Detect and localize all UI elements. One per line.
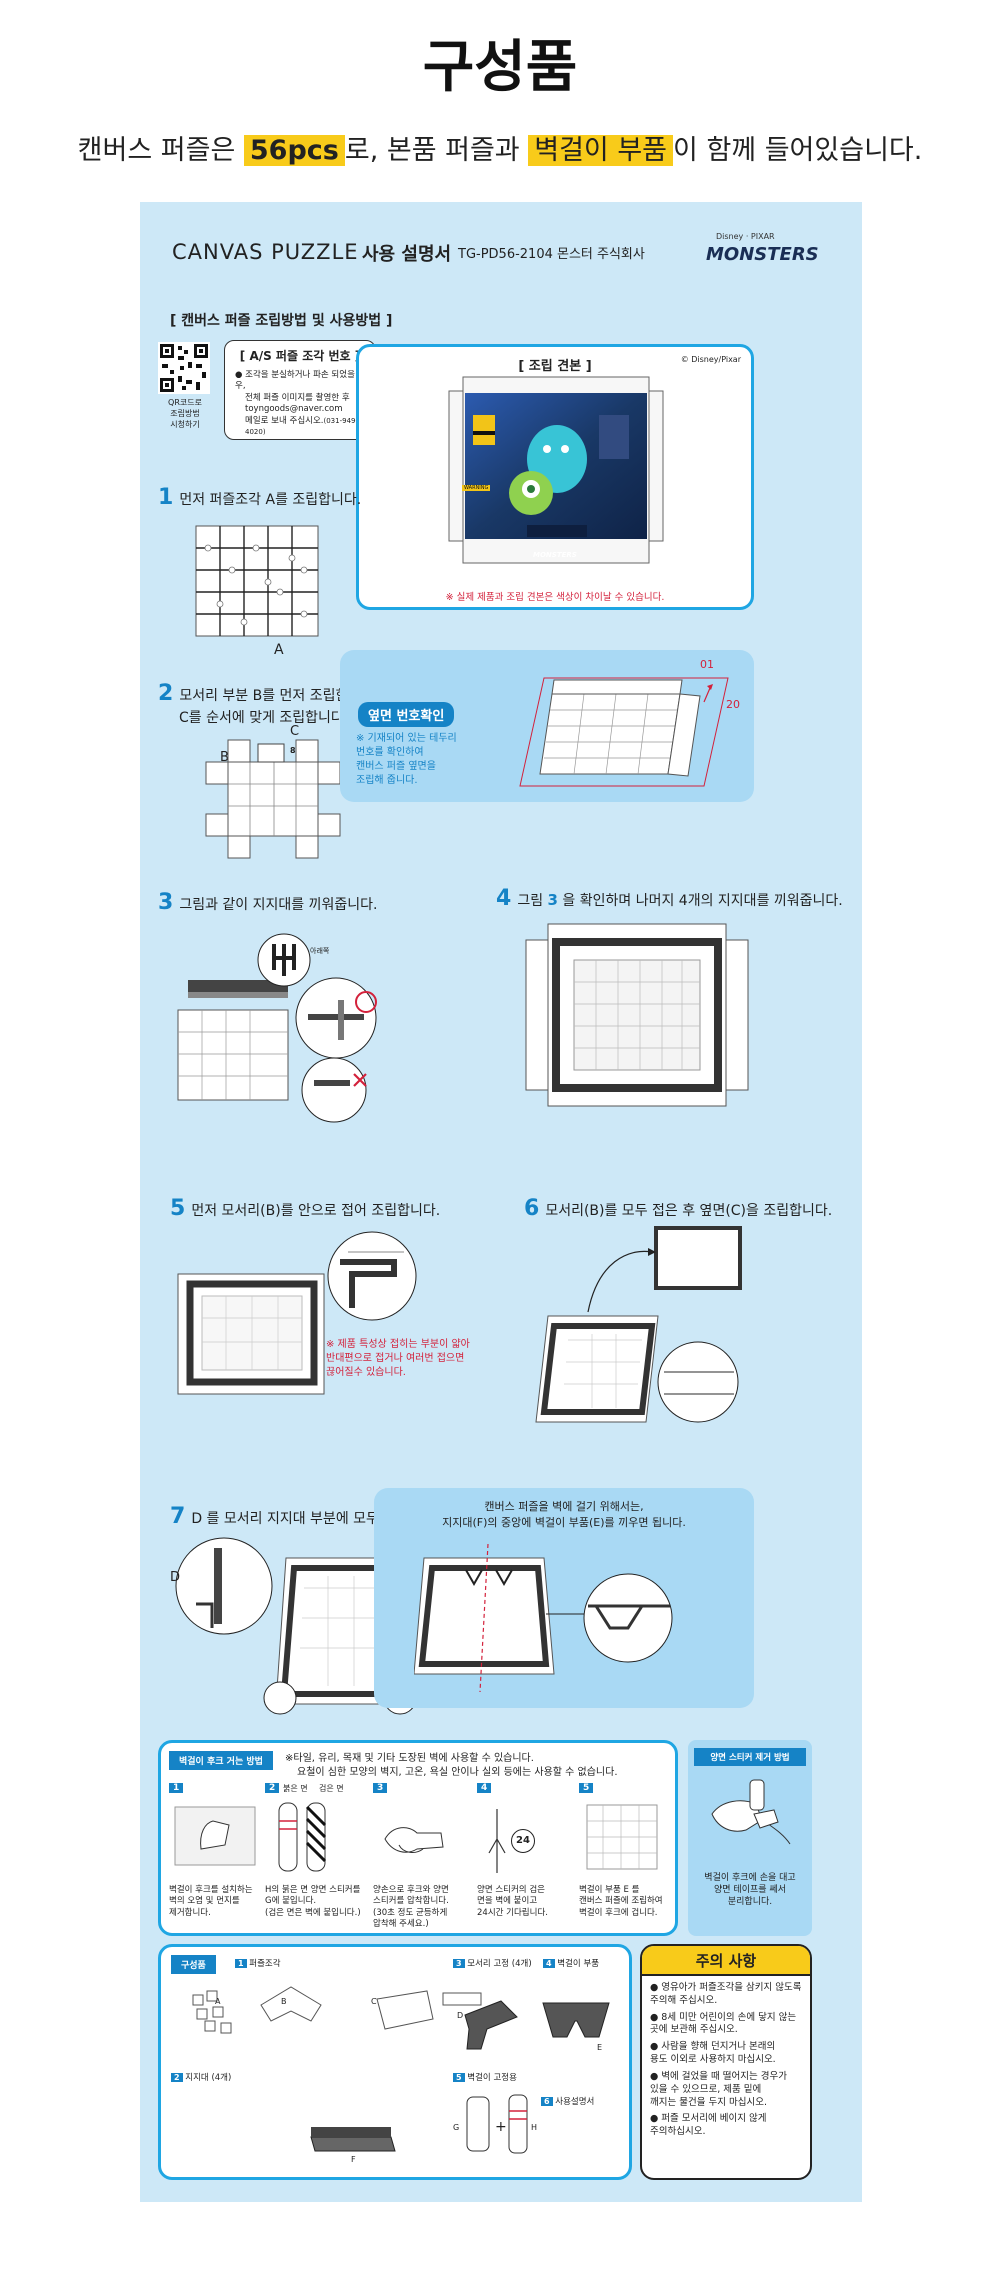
manual-title: 사용 설명서 xyxy=(362,244,452,265)
sample-assembled-puzzle xyxy=(448,376,664,564)
hook-caption-4: 양면 스티커의 검은 면을 벽에 붙이고 24시간 기다립니다. xyxy=(477,1885,548,1918)
component-hanger: 벽걸이 부품 xyxy=(557,1959,600,1969)
24-hour-badge: 24 xyxy=(511,1829,535,1853)
highlight-pcs: 56pcs xyxy=(243,135,345,166)
monsters-logo: MONSTERS xyxy=(706,244,819,265)
side-check-panel: 옆면 번호확인 ※ 기재되어 있는 테두리 번호를 확인하여 캔버스 퍼즐 옆면… xyxy=(340,650,754,802)
side-number-20: 20 xyxy=(726,698,740,711)
hook-caption-5: 벽걸이 부품 E 를 캔버스 퍼즐에 조립하여 벽걸이 후크에 겁니다. xyxy=(579,1885,663,1918)
hook-steps-illustration xyxy=(174,1802,658,1873)
label-c: C xyxy=(290,724,300,739)
sample-panel: [ 조립 견본 ] © Disney/Pixar WARNING MONSTER… xyxy=(356,344,754,610)
sticker-removal-illustration xyxy=(711,1779,791,1845)
copyright: © Disney/Pixar xyxy=(680,355,741,364)
sample-title: [ 조립 견본 ] xyxy=(518,359,592,374)
step-2-corner-assembly xyxy=(205,739,341,859)
hang-text-2: 지지대(F)의 중앙에 벽걸이 부품(E)를 끼우면 됩니다. xyxy=(442,1516,686,1529)
caution-item: ● 사람을 향해 던지거나 본래의 용도 이외로 사용하지 마십시오. xyxy=(650,2041,776,2066)
component-puzzle: 퍼즐조각 xyxy=(249,1959,281,1969)
step-1-puzzle-a xyxy=(195,525,319,637)
sticker-text: 벽걸이 후크에 손을 대고 양면 테이프를 쎄서 분리합니다. xyxy=(704,1873,796,1908)
components-title: 구성품 xyxy=(171,1955,216,1974)
step-3-support-insert xyxy=(177,933,377,1123)
hook-caption-3: 양손으로 후크와 양면 스티커를 압착합니다. (30초 정도 균등하게 압착해… xyxy=(373,1885,449,1930)
bottom-side-mark: 아래쪽 xyxy=(310,947,330,955)
qr-code-icon[interactable] xyxy=(158,342,210,394)
caution-item: ● 벽에 걸었을 때 떨어지는 경우가 있을 수 있으므로, 제품 밑에 깨지는… xyxy=(650,2070,788,2108)
side-check-diagram xyxy=(519,677,729,787)
hook-desc-1: ※타일, 유리, 목재 및 기타 도장된 벽에 사용할 수 있습니다. xyxy=(285,1753,534,1764)
hook-title: 벽걸이 후크 거는 방법 xyxy=(169,1751,273,1770)
caution-title: 주의 사항 xyxy=(642,1946,810,1976)
hook-panel: 벽걸이 후크 거는 방법 ※타일, 유리, 목재 및 기타 도장된 벽에 사용할… xyxy=(158,1740,678,1936)
label-a: A xyxy=(274,642,284,658)
highlight-hanger: 벽걸이 부품 xyxy=(528,135,674,166)
sample-logo: MONSTERS xyxy=(533,551,577,559)
step-4-four-supports xyxy=(525,923,749,1107)
sample-note: ※ 실제 제품과 조립 견본은 색상이 차이날 수 있습니다. xyxy=(445,592,665,603)
manual-sheet: CANVAS PUZZLE 사용 설명서 TG-PD56-2104 몬스터 주식… xyxy=(140,202,862,2202)
side-check-text: ※ 기재되어 있는 테두리 번호를 확인하여 캔버스 퍼즐 옆면을 조립해 줍니… xyxy=(356,733,457,786)
caution-item: ● 영유아가 퍼즐조각을 삼키지 않도록 주의해 주십시오. xyxy=(650,1982,802,2006)
component-corner: 모서리 고정 (4개) xyxy=(467,1959,532,1969)
hook-desc-2: 요철이 심한 모양의 벽지, 고온, 욕실 안이나 실외 등에는 사용할 수 없… xyxy=(297,1767,618,1778)
step-5-fold-corners xyxy=(177,1231,417,1395)
brand-name: CANVAS PUZZLE xyxy=(172,240,359,264)
section-title: [ 캔버스 퍼즐 조립방법 및 사용방법 ] xyxy=(170,313,393,329)
as-info-box: [ A/S 퍼즐 조각 번호 ] ● 조각을 분실하거나 파손 되었을 경우, … xyxy=(224,340,376,440)
qr-caption: QR코드로 조립방법 시청하기 xyxy=(168,398,202,429)
step-5-note: ※ 제품 특성상 접히는 부분이 얇아 반대편으로 접거나 여러번 접으면 끊어… xyxy=(326,1339,470,1378)
sticker-removal-panel: 양면 스티커 제거 방법 벽걸이 후크에 손을 대고 양면 테이프를 쎄서 분리… xyxy=(688,1740,812,1936)
hook-caption-2: H의 붉은 면 양면 스티커를 G에 붙입니다. (검은 면은 벽에 붙입니다.… xyxy=(265,1885,361,1918)
page-title: 구성품 xyxy=(422,35,578,100)
component-support: 지지대 (4개) xyxy=(185,2073,232,2083)
component-manual: 사용설명서 xyxy=(555,2097,595,2107)
as-title: [ A/S 퍼즐 조각 번호 ] xyxy=(239,349,361,363)
caution-item: ● 8세 미만 어린이의 손에 닿지 않는 곳에 보관해 주십시오. xyxy=(650,2011,797,2036)
components-panel: 구성품 1 퍼즐조각 3 모서리 고정 (4개) 4 벽걸이 부품 2 지지대 … xyxy=(158,1944,632,2180)
logo-top: Disney · PIXAR xyxy=(716,232,775,241)
label-d: D xyxy=(170,1570,181,1585)
component-fixing: 벽걸이 고정용 xyxy=(467,2073,517,2083)
step-6-side-assembly xyxy=(535,1226,742,1423)
label-b: B xyxy=(220,750,229,765)
hang-diagram xyxy=(414,1544,673,1693)
hang-panel: 캔버스 퍼즐을 벽에 걸기 위해서는, 지지대(F)의 중앙에 벽걸이 부품(E… xyxy=(374,1488,754,1708)
caution-panel: 주의 사항 ● 영유아가 퍼즐조각을 삼키지 않도록 주의해 주십시오. ● 8… xyxy=(640,1944,812,2180)
warning-sign: WARNING xyxy=(462,485,491,491)
side-check-title: 옆면 번호확인 xyxy=(358,702,455,727)
sticker-title: 양면 스티커 제거 방법 xyxy=(694,1748,806,1766)
components-illustration xyxy=(192,1986,610,2154)
product-code: TG-PD56-2104 몬스터 주식회사 xyxy=(458,247,645,262)
side-number-01: 01 xyxy=(700,658,714,671)
as-email: toyngoods@naver.com xyxy=(245,404,343,415)
caution-item: ● 퍼즐 모서리에 베이지 않게 주의하십시오. xyxy=(650,2113,767,2138)
as-phone: (031-949-4020) xyxy=(245,416,359,437)
hang-text-1: 캔버스 퍼즐을 벽에 걸기 위해서는, xyxy=(484,1500,644,1513)
hook-caption-1: 벽걸이 후크를 설치하는 벽의 오염 및 먼지를 제거합니다. xyxy=(169,1885,253,1918)
